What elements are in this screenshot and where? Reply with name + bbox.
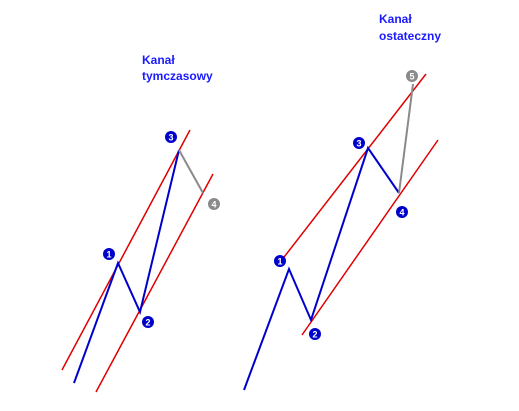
wave-point-2-badge: 2 (142, 316, 154, 328)
upper-channel-line (280, 73, 427, 262)
svg-text:4: 4 (399, 208, 404, 218)
wave-path (243, 145, 400, 391)
wave-point-1-badge: 1 (274, 255, 286, 267)
svg-text:3: 3 (356, 139, 361, 149)
wave-point-4-badge: 4 (396, 206, 408, 218)
panel-temporary-channel: Kanał tymczasowy 1 2 3 4 (61, 53, 220, 393)
wave-point-1-badge: 1 (103, 248, 115, 260)
wave-point-3-badge: 3 (165, 131, 177, 143)
svg-text:3: 3 (168, 133, 173, 143)
wave-point-3-badge: 3 (353, 137, 365, 149)
wave-point-4-badge-projected: 4 (208, 198, 220, 210)
svg-text:1: 1 (106, 250, 111, 260)
projection-line (398, 83, 414, 194)
wave-point-2-badge: 2 (309, 328, 321, 340)
wave-path (73, 149, 180, 384)
projection-line (178, 149, 204, 194)
wave-point-5-badge-projected: 5 (406, 70, 418, 82)
panel-title-line-1: Kanał (142, 53, 175, 67)
svg-text:2: 2 (145, 318, 150, 328)
panel-title-line-1: Kanał (379, 12, 412, 26)
panel-title-line-2: tymczasowy (142, 69, 213, 83)
svg-text:4: 4 (211, 200, 216, 210)
lower-channel-line (301, 139, 439, 336)
panel-title-line-2: ostateczny (379, 29, 441, 43)
panel-final-channel: Kanał ostateczny 1 2 3 4 5 (243, 12, 441, 391)
svg-text:2: 2 (312, 330, 317, 340)
svg-text:5: 5 (409, 72, 414, 82)
upper-channel-line (61, 129, 191, 371)
svg-text:1: 1 (277, 257, 282, 267)
lower-channel-line (95, 173, 214, 393)
